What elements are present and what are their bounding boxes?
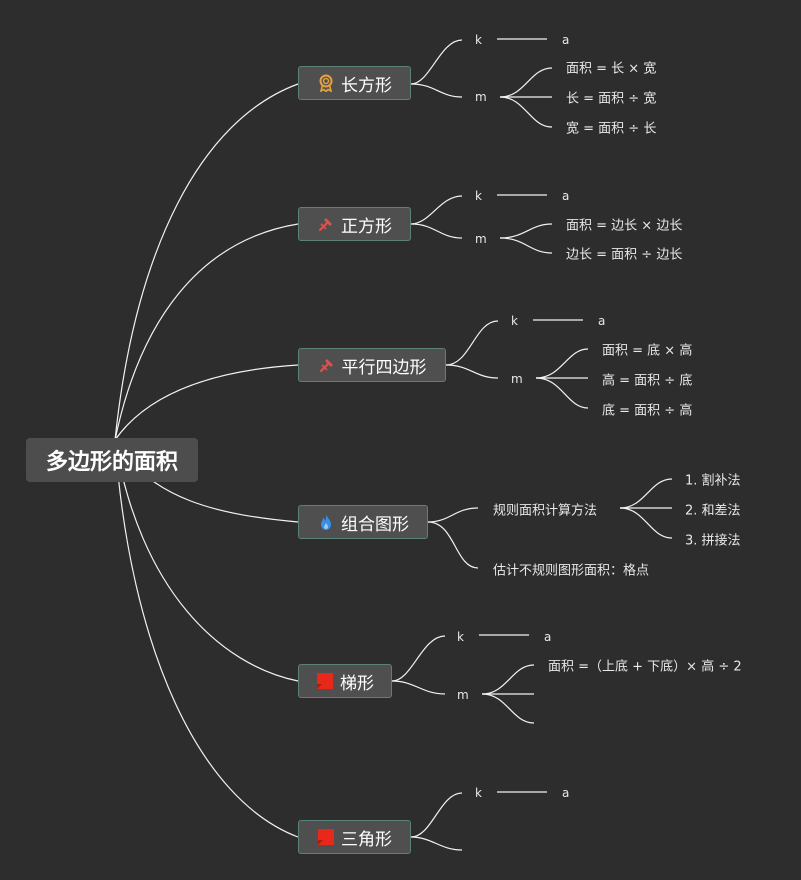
link-square-m xyxy=(410,223,463,239)
square-a-label: a xyxy=(562,189,570,203)
trap-a-label: a xyxy=(544,630,552,644)
link-root-square xyxy=(114,223,299,441)
para-formula-3: 底 = 面积 ÷ 高 xyxy=(602,403,693,419)
topic-square[interactable]: 正方形 xyxy=(298,207,411,241)
topic-label: 梯形 xyxy=(340,673,374,694)
combo-method-3: 3. 拼接法 xyxy=(685,533,741,549)
trap-k-label: k xyxy=(457,630,464,644)
link-combo-m3 xyxy=(619,507,673,539)
rect-formula-3: 宽 = 面积 ÷ 长 xyxy=(566,121,657,137)
link-rect-f3 xyxy=(499,96,553,128)
red-flag-icon xyxy=(317,828,335,846)
link-trap-f3 xyxy=(481,693,535,724)
link-square-f2 xyxy=(499,237,553,254)
link-root-tri xyxy=(114,439,299,838)
topic-rectangle[interactable]: 长方形 xyxy=(298,66,411,100)
link-para-k xyxy=(445,320,499,366)
link-root-trap xyxy=(114,439,299,682)
combo-estimate-label: 估计不规则图形面积：格点 xyxy=(493,563,650,579)
topic-label: 三角形 xyxy=(341,829,392,850)
link-tri-k xyxy=(410,792,463,838)
rect-k-label: k xyxy=(475,33,482,47)
topic-parallelogram[interactable]: 平行四边形 xyxy=(298,348,446,382)
trap-m-label: m xyxy=(457,688,469,702)
link-root-rect xyxy=(114,83,299,441)
topic-label: 组合图形 xyxy=(341,514,409,535)
link-para-m xyxy=(445,364,499,379)
para-a-label: a xyxy=(598,314,606,328)
link-combo-m1 xyxy=(619,478,673,509)
tri-a-label: a xyxy=(562,786,570,800)
square-k-label: k xyxy=(475,189,482,203)
link-trap-k xyxy=(391,635,446,682)
link-rect-k xyxy=(410,39,463,85)
topic-label: 长方形 xyxy=(341,75,392,96)
rect-a-label: a xyxy=(562,33,570,47)
square-m-label: m xyxy=(475,232,487,246)
topic-composite-figure[interactable]: 组合图形 xyxy=(298,505,428,539)
rect-m-label: m xyxy=(475,90,487,104)
topic-label: 平行四边形 xyxy=(341,357,427,378)
award-ribbon-icon xyxy=(317,74,335,92)
red-flag-icon xyxy=(316,672,334,690)
trap-formula-1: 面积 =（上底 + 下底）× 高 ÷ 2 xyxy=(548,659,742,675)
link-trap-m xyxy=(391,680,446,695)
link-trap-f1 xyxy=(481,664,535,695)
root-topic[interactable]: 多边形的面积 xyxy=(26,438,198,482)
link-para-f1 xyxy=(535,348,589,379)
para-m-label: m xyxy=(511,372,523,386)
link-tri-b xyxy=(410,836,463,851)
topic-trapezoid[interactable]: 梯形 xyxy=(298,664,392,698)
link-para-f3 xyxy=(535,377,589,409)
rect-formula-2: 长 = 面积 ÷ 宽 xyxy=(566,91,657,107)
tri-k-label: k xyxy=(475,786,482,800)
topic-triangle[interactable]: 三角形 xyxy=(298,820,411,854)
hammer-icon xyxy=(318,356,336,374)
link-rect-m xyxy=(410,83,463,98)
combo-rule-label: 规则面积计算方法 xyxy=(493,503,598,519)
flame-icon xyxy=(317,513,335,531)
combo-method-1: 1. 割补法 xyxy=(685,473,741,489)
para-formula-1: 面积 = 底 × 高 xyxy=(602,343,693,359)
link-square-f1 xyxy=(499,223,553,239)
combo-method-2: 2. 和差法 xyxy=(685,503,741,519)
link-rect-f1 xyxy=(499,67,553,98)
topic-label: 正方形 xyxy=(341,216,392,237)
root-title: 多边形的面积 xyxy=(45,450,178,475)
rect-formula-1: 面积 = 长 × 宽 xyxy=(566,61,657,77)
hammer-icon xyxy=(317,215,335,233)
square-formula-2: 边长 = 面积 ÷ 边长 xyxy=(566,247,683,263)
link-combo-rule xyxy=(427,507,479,523)
link-root-para xyxy=(114,364,299,441)
square-formula-1: 面积 = 边长 × 边长 xyxy=(566,218,683,234)
link-combo-est xyxy=(427,521,479,569)
para-formula-2: 高 = 面积 ÷ 底 xyxy=(602,373,693,389)
link-square-k xyxy=(410,195,463,225)
para-k-label: k xyxy=(511,314,518,328)
